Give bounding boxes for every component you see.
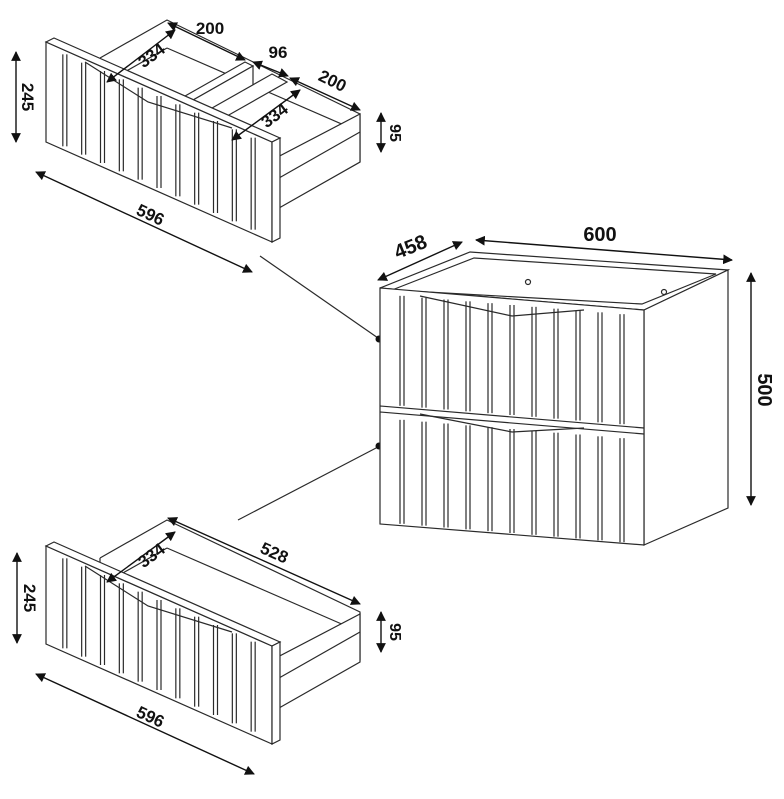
- bottom-drawer-inner-width-label: 528: [257, 539, 291, 568]
- top-drawer-dimensions: 245 596 334 200 96 200 334 95: [11, 19, 403, 273]
- bottom-drawer: [44, 519, 361, 745]
- bottom-drawer-height-label: 245: [20, 584, 39, 612]
- top-drawer-side: [271, 113, 361, 214]
- bottom-drawer-side: [271, 613, 361, 714]
- top-drawer-inner-width-left-label: 200: [196, 19, 224, 38]
- top-drawer-inner-depth-left-label: 334: [135, 39, 170, 72]
- bottom-drawer-leader: [237, 446, 379, 521]
- bottom-drawer-inner-depth-label: 334: [135, 539, 170, 572]
- bottom-drawer-grooves: [62, 558, 256, 732]
- top-drawer-inner-height-label: 95: [386, 124, 403, 142]
- cabinet-width-label: 600: [583, 224, 616, 246]
- bottom-drawer-width-label: 596: [133, 702, 167, 731]
- top-drawer-divider-label: 96: [269, 43, 288, 62]
- cabinet-grooves: [399, 295, 625, 543]
- top-drawer-width-label: 596: [133, 200, 167, 229]
- top-drawer-height-label: 245: [18, 83, 37, 111]
- cabinet-height-label: 500: [753, 373, 775, 406]
- top-drawer-inner-depth-right-label: 334: [258, 99, 293, 132]
- bottom-drawer-inner-height-label: 95: [386, 623, 403, 641]
- cabinet-dimensions: 458 600 500: [377, 224, 775, 506]
- cabinet-side: [643, 269, 729, 546]
- upper-drawer-handle: [419, 295, 585, 317]
- top-drawer-leader: [259, 255, 379, 339]
- cabinet: [379, 251, 731, 546]
- lower-drawer-handle: [419, 413, 585, 433]
- top-drawer: [44, 19, 361, 243]
